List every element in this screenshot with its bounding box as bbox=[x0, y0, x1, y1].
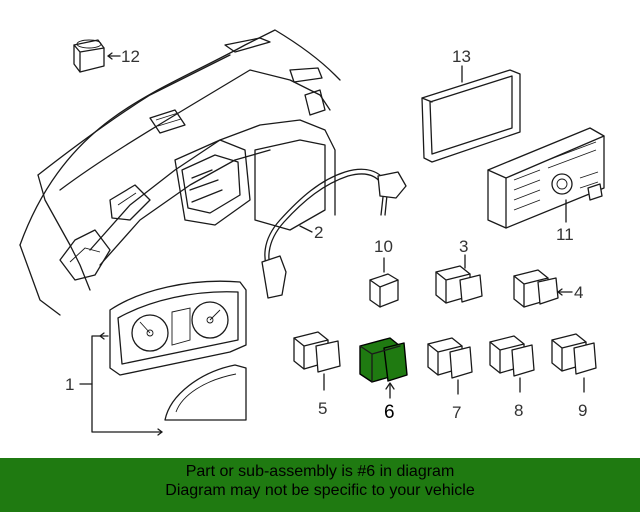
part-3-switch[interactable] bbox=[435, 254, 483, 304]
part-12-switch[interactable] bbox=[73, 39, 121, 73]
callout-12: 12 bbox=[121, 47, 140, 66]
callout-7: 7 bbox=[452, 403, 461, 422]
part-7-switch[interactable] bbox=[427, 337, 473, 395]
instrument-panel bbox=[19, 29, 341, 316]
part-13-display[interactable] bbox=[421, 65, 521, 163]
callout-8: 8 bbox=[514, 401, 523, 420]
part-10-switch[interactable] bbox=[369, 257, 399, 308]
part-4-switch[interactable] bbox=[513, 269, 573, 308]
part-5-switch[interactable] bbox=[293, 331, 341, 391]
callout-1: 1 bbox=[65, 375, 74, 394]
info-banner: Part or sub-assembly is #6 in diagram Di… bbox=[0, 458, 640, 512]
banner-line-1: Part or sub-assembly is #6 in diagram bbox=[185, 463, 455, 480]
part-2-harness[interactable] bbox=[261, 168, 407, 299]
callout-11: 11 bbox=[556, 225, 574, 244]
part-9-switch[interactable] bbox=[551, 333, 597, 393]
callout-2: 2 bbox=[314, 223, 323, 242]
part-6-switch-highlighted[interactable] bbox=[359, 337, 408, 399]
part-6-face bbox=[383, 342, 408, 382]
part-1-cluster[interactable] bbox=[79, 280, 247, 436]
part-11-climate-panel[interactable] bbox=[487, 127, 605, 229]
callout-9: 9 bbox=[578, 401, 587, 420]
banner-line-2: Diagram may not be specific to your vehi… bbox=[165, 482, 475, 499]
callout-5: 5 bbox=[318, 399, 327, 418]
part-8-switch[interactable] bbox=[489, 335, 535, 393]
callout-6: 6 bbox=[384, 402, 395, 423]
callout-4: 4 bbox=[574, 283, 583, 302]
callout-13: 13 bbox=[452, 47, 471, 66]
callout-3: 3 bbox=[459, 237, 468, 256]
parts-diagram: 12 2 13 bbox=[19, 29, 605, 436]
callout-10: 10 bbox=[374, 237, 393, 256]
